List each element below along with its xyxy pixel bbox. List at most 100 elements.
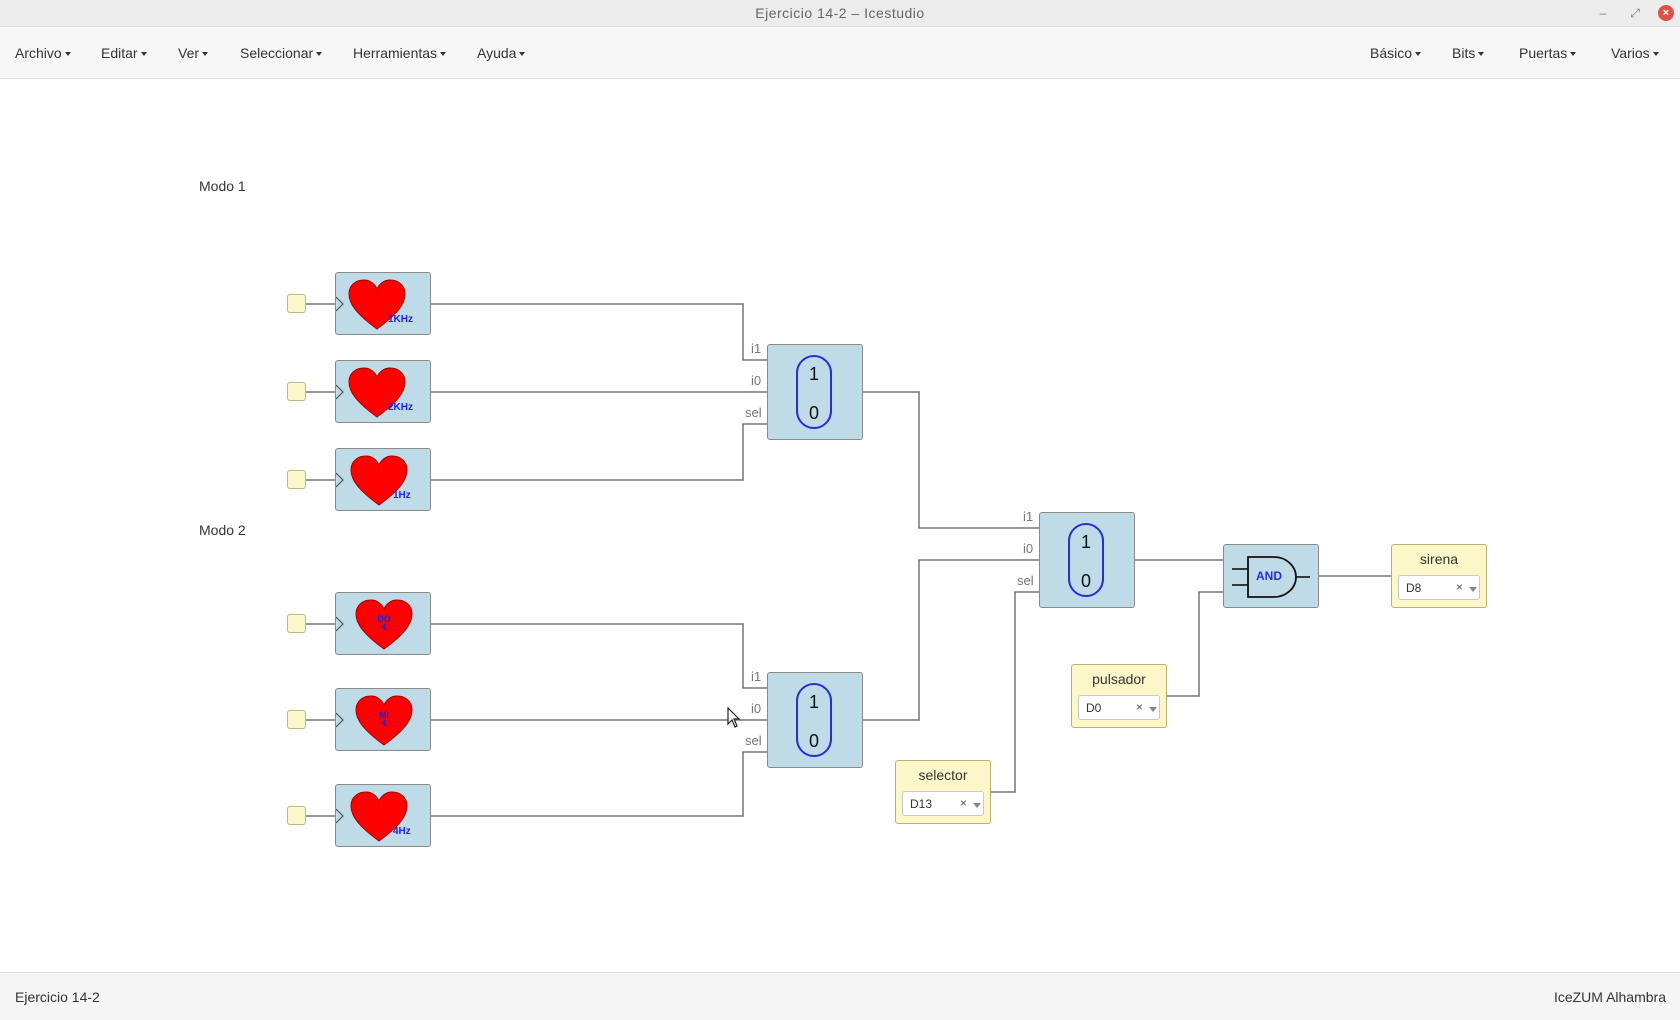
mouse-cursor-icon <box>727 707 741 728</box>
octave-label: 4 <box>381 622 387 632</box>
heart-icon <box>336 279 406 330</box>
menu-basico[interactable]: Básico <box>1370 45 1422 61</box>
mux-icon: 1 0 <box>1068 523 1104 597</box>
heart-icon <box>336 791 408 842</box>
mux-input-1-label: 1 <box>808 364 819 384</box>
close-icon[interactable]: × <box>1658 5 1674 21</box>
and-gate-block[interactable]: AND <box>1223 544 1319 608</box>
and-gate-label: AND <box>1256 569 1282 583</box>
note-modo-1[interactable]: Modo 1 <box>199 178 246 194</box>
input-port[interactable] <box>287 382 306 401</box>
status-project-name: Ejercicio 14-2 <box>15 989 100 1005</box>
port-i0: i0 <box>751 373 762 388</box>
note-label: MI <box>379 710 389 720</box>
dropdown-arrow-icon[interactable] <box>1469 587 1477 592</box>
mux-input-0-label: 0 <box>808 403 819 423</box>
menu-archivo[interactable]: Archivo <box>15 45 71 61</box>
heart-block-1hz[interactable]: 1Hz <box>335 448 431 511</box>
menu-label: Herramientas <box>353 45 438 61</box>
octave-label: 4 <box>381 718 387 728</box>
heart-freq-label: 1Hz <box>393 490 411 501</box>
clear-icon[interactable]: × <box>1136 700 1144 714</box>
pin-label: selector <box>918 767 968 783</box>
menu-ver[interactable]: Ver <box>178 45 209 61</box>
mux-input-1-label: 1 <box>808 692 819 712</box>
menu-label: Varios <box>1611 45 1650 61</box>
menu-editar[interactable]: Editar <box>101 45 147 61</box>
minimize-icon[interactable]: – <box>1599 6 1607 20</box>
status-bar: Ejercicio 14-2 IceZUM Alhambra <box>0 972 1680 1020</box>
mux-icon: 1 0 <box>796 683 832 757</box>
output-pin-sirena[interactable]: sirena D8 × <box>1391 544 1487 608</box>
heart-icon <box>336 367 406 418</box>
mux-block-final[interactable]: 1 0 <box>1039 512 1135 608</box>
heart-block-do4[interactable]: DO 4 <box>335 592 431 655</box>
port-sel: sel <box>745 405 762 420</box>
wires <box>306 303 1391 817</box>
input-port[interactable] <box>287 294 306 313</box>
menu-label: Editar <box>101 45 138 61</box>
input-port[interactable] <box>287 710 306 729</box>
menu-herramientas[interactable]: Herramientas <box>353 45 447 61</box>
heart-icon <box>336 695 413 746</box>
pin-select[interactable]: D0 × <box>1078 695 1160 720</box>
caret-down-icon <box>64 52 71 57</box>
dropdown-arrow-icon[interactable] <box>1149 707 1157 712</box>
caret-down-icon <box>1570 52 1577 57</box>
clear-icon[interactable]: × <box>1456 580 1464 594</box>
caret-down-icon <box>316 52 323 57</box>
input-port[interactable] <box>287 470 306 489</box>
menu-label: Seleccionar <box>240 45 314 61</box>
maximize-icon[interactable]: ⤢ <box>1630 6 1640 20</box>
pin-select-value: D0 <box>1086 701 1102 715</box>
menu-bits[interactable]: Bits <box>1452 45 1485 61</box>
menu-label: Archivo <box>15 45 62 61</box>
window-title: Ejercicio 14-2 – Icestudio <box>755 5 925 21</box>
heart-freq-label: 4Hz <box>393 826 411 837</box>
menu-seleccionar[interactable]: Seleccionar <box>240 45 323 61</box>
menu-puertas[interactable]: Puertas <box>1519 45 1577 61</box>
input-port[interactable] <box>287 614 306 633</box>
mux-block-modo1[interactable]: 1 0 <box>767 344 863 440</box>
pin-select[interactable]: D13 × <box>902 791 984 816</box>
heart-freq-label: 1KHz <box>388 314 414 325</box>
menu-label: Puertas <box>1519 45 1568 61</box>
heart-block-4hz[interactable]: 4Hz <box>335 784 431 847</box>
title-bar: Ejercicio 14-2 – Icestudio – ⤢ × <box>0 0 1680 27</box>
pin-select[interactable]: D8 × <box>1398 575 1480 600</box>
note-modo-2[interactable]: Modo 2 <box>199 522 246 538</box>
mux-input-1-label: 1 <box>1080 532 1091 552</box>
input-pin-selector[interactable]: selector D13 × <box>895 760 991 824</box>
heart-block-1khz[interactable]: 1KHz <box>335 272 431 335</box>
port-sel: sel <box>1017 573 1034 588</box>
heart-freq-label: 2KHz <box>388 402 414 413</box>
pin-label: pulsador <box>1092 671 1146 687</box>
caret-down-icon <box>1478 52 1485 57</box>
status-board-name[interactable]: IceZUM Alhambra <box>1553 989 1666 1005</box>
mux-block-modo2[interactable]: 1 0 <box>767 672 863 768</box>
circuit-canvas[interactable]: Modo 1 Modo 2 1KHz 2KHz 1Hz DO 4 <box>0 79 1680 972</box>
caret-down-icon <box>440 52 447 57</box>
heart-block-mi4[interactable]: MI 4 <box>335 688 431 751</box>
port-i1: i1 <box>1023 509 1034 524</box>
menu-label: Ver <box>178 45 200 61</box>
caret-down-icon <box>202 52 209 57</box>
port-i1: i1 <box>751 341 762 356</box>
heart-block-2khz[interactable]: 2KHz <box>335 360 431 423</box>
pin-label: sirena <box>1419 551 1459 567</box>
pin-select-value: D8 <box>1406 581 1422 595</box>
menu-varios[interactable]: Varios <box>1611 45 1659 61</box>
caret-down-icon <box>1415 52 1422 57</box>
caret-down-icon <box>1652 52 1659 57</box>
port-i0: i0 <box>751 701 762 716</box>
dropdown-arrow-icon[interactable] <box>973 803 981 808</box>
menu-ayuda[interactable]: Ayuda <box>477 45 526 61</box>
clear-icon[interactable]: × <box>960 796 968 810</box>
pin-select-value: D13 <box>910 797 933 811</box>
input-pin-pulsador[interactable]: pulsador D0 × <box>1071 664 1167 728</box>
caret-down-icon <box>519 52 526 57</box>
input-port[interactable] <box>287 806 306 825</box>
port-i1: i1 <box>751 669 762 684</box>
mux-input-0-label: 0 <box>808 731 819 751</box>
heart-icon <box>336 455 408 506</box>
